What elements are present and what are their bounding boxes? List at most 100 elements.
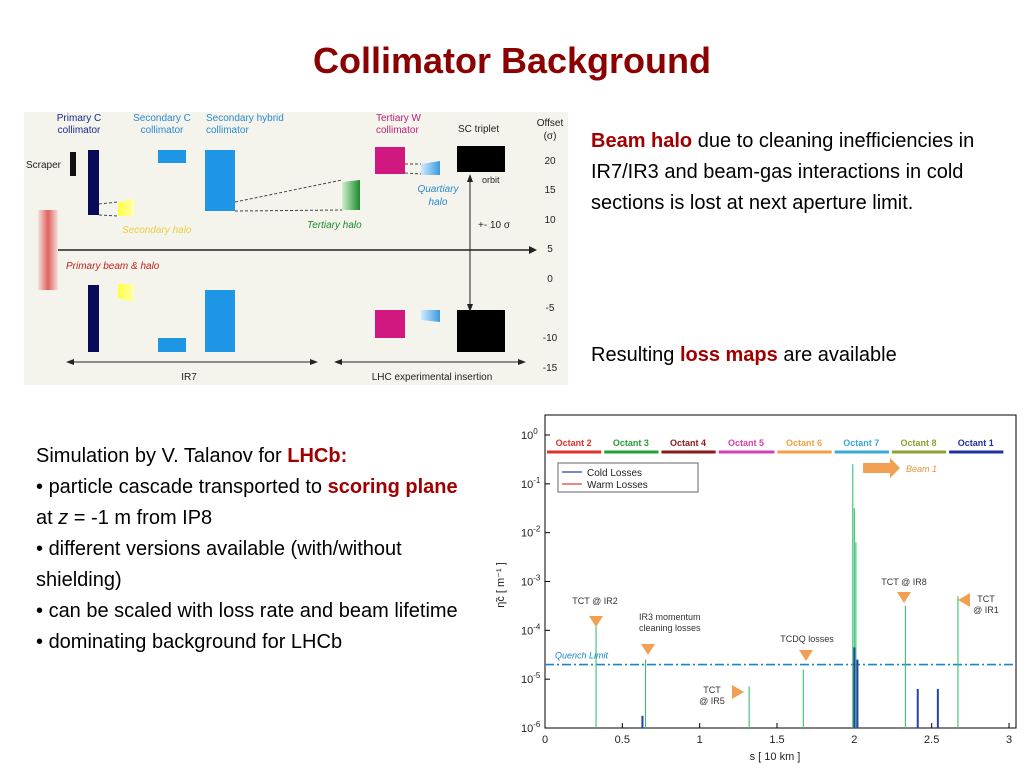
halo-line <box>98 214 119 217</box>
octant-label: Octant 6 <box>786 438 822 448</box>
legend-label: Warm Losses <box>587 480 648 491</box>
insertion-span-right <box>518 359 526 365</box>
secondary-c-bottom <box>158 338 186 352</box>
halo-line <box>234 179 343 203</box>
offset-tick: -5 <box>546 303 555 314</box>
y-tick-label: 10-4 <box>521 622 541 637</box>
primary-collimator-top <box>88 150 99 215</box>
label-offset: Offset(σ) <box>537 118 564 142</box>
insertion-span-left <box>334 359 342 365</box>
y-tick-label: 10-5 <box>521 671 541 686</box>
beam-arrow-head <box>529 246 537 254</box>
annotation-label: TCDQ losses <box>780 634 834 644</box>
beam-halo-text: due to cleaning inefficiencies in IR7/IR… <box>591 130 975 214</box>
tertiary-w-bottom <box>375 310 405 338</box>
x-tick-label: 2 <box>851 734 857 746</box>
bullet-item: • can be scaled with loss rate and beam … <box>36 600 458 622</box>
secondary-c-top <box>158 150 186 163</box>
octant-label: Octant 3 <box>613 438 649 448</box>
halo-line <box>234 209 343 212</box>
quench-limit-label: Quench Limit <box>555 651 609 661</box>
label-tertiary-halo: Tertiary halo <box>307 220 362 231</box>
scraper-block <box>70 152 76 176</box>
octant-label: Octant 8 <box>901 438 937 448</box>
label-pm10: +- 10 σ <box>478 220 511 231</box>
octant-label: Octant 7 <box>843 438 879 448</box>
octant-label: Octant 1 <box>958 438 994 448</box>
label-lhc-insertion: LHC experimental insertion <box>372 372 493 383</box>
annotation-label: TCT @ IR8 <box>881 577 926 587</box>
offset-tick: 15 <box>544 185 556 196</box>
label-primary-beam: Primary beam & halo <box>66 261 160 272</box>
secondary-hybrid-top <box>205 150 235 211</box>
ir7-span-left <box>66 359 74 365</box>
quartiary-halo-top <box>421 161 440 175</box>
annotation-label: TCT@ IR5 <box>699 685 725 706</box>
chart-legend <box>557 462 699 493</box>
chart-frame <box>544 414 1017 729</box>
halo-line <box>404 172 422 175</box>
octant-label: Octant 4 <box>670 438 706 448</box>
resulting-text: Resulting <box>591 344 680 366</box>
annotation-arrow <box>958 593 970 607</box>
legend-label: Cold Losses <box>587 468 642 479</box>
annotation-label: TCT @ IR2 <box>572 596 617 606</box>
y-tick-label: 10-2 <box>521 525 541 540</box>
offset-tick: -10 <box>543 333 558 344</box>
aperture-arrow-down <box>467 304 473 312</box>
y-tick-label: 10-1 <box>521 476 541 491</box>
aperture-arrow-up <box>467 174 473 182</box>
secondary-hybrid-bottom <box>205 290 235 352</box>
halo-line <box>98 201 119 205</box>
secondary-halo-top <box>118 198 134 216</box>
annotation-label: TCT@ IR1 <box>973 594 999 615</box>
available-text: are available <box>777 344 897 366</box>
primary-collimator-bottom <box>88 285 99 352</box>
annotation-arrow <box>897 592 911 603</box>
scoring-plane-highlight: scoring plane <box>327 476 458 498</box>
simulation-paragraph: Simulation by V. Talanov for LHCb: • par… <box>36 441 466 658</box>
annotation-arrow <box>799 650 813 661</box>
sc-triplet-bottom <box>457 310 505 352</box>
x-tick-label: 3 <box>1006 734 1012 746</box>
annotation-arrow <box>641 644 655 655</box>
beam-halo-highlight: Beam halo <box>591 130 693 152</box>
x-tick-label: 1 <box>697 734 703 746</box>
secondary-halo-bottom <box>118 284 134 302</box>
offset-tick: 10 <box>544 215 556 226</box>
x-tick-label: 1.5 <box>769 734 784 746</box>
slide-title: Collimator Background <box>312 40 712 81</box>
primary-beam-glow <box>38 210 58 290</box>
simulation-line: Simulation by V. Talanov for LHCb: <box>36 445 348 467</box>
y-axis-label: η̃c [ m⁻¹ ] <box>495 562 507 608</box>
label-ir7: IR7 <box>181 372 197 383</box>
bullet-item: • particle cascade transported to scorin… <box>36 476 458 529</box>
x-tick-label: 0.5 <box>615 734 630 746</box>
offset-tick: -15 <box>543 363 558 374</box>
x-tick-label: 2.5 <box>924 734 939 746</box>
offset-tick: 20 <box>544 156 556 167</box>
label-orbit: orbit <box>482 175 500 185</box>
x-axis-label: s [ 10 km ] <box>750 751 801 763</box>
annotation-arrow <box>732 685 744 699</box>
lhcb-highlight: LHCb: <box>287 445 348 467</box>
loss-maps-paragraph: Resulting loss maps are available <box>591 340 1016 371</box>
y-tick-label: 10-3 <box>521 574 541 589</box>
label-secondary-halo: Secondary halo <box>122 225 192 236</box>
sc-triplet-top <box>457 146 505 172</box>
offset-tick: 0 <box>547 274 553 285</box>
label-sc-triplet: SC triplet <box>458 124 499 135</box>
beam-halo-paragraph: Beam halo due to cleaning inefficiencies… <box>591 126 1016 219</box>
octant-label: Octant 2 <box>556 438 592 448</box>
beam-label: Beam 1 <box>906 464 937 474</box>
octant-label: Octant 5 <box>728 438 764 448</box>
ir7-span-right <box>310 359 318 365</box>
offset-ticks: 20 15 10 5 0 -5 -10 -15 <box>543 156 558 374</box>
loss-maps-highlight: loss maps <box>679 344 778 366</box>
tertiary-w-top <box>375 147 405 174</box>
